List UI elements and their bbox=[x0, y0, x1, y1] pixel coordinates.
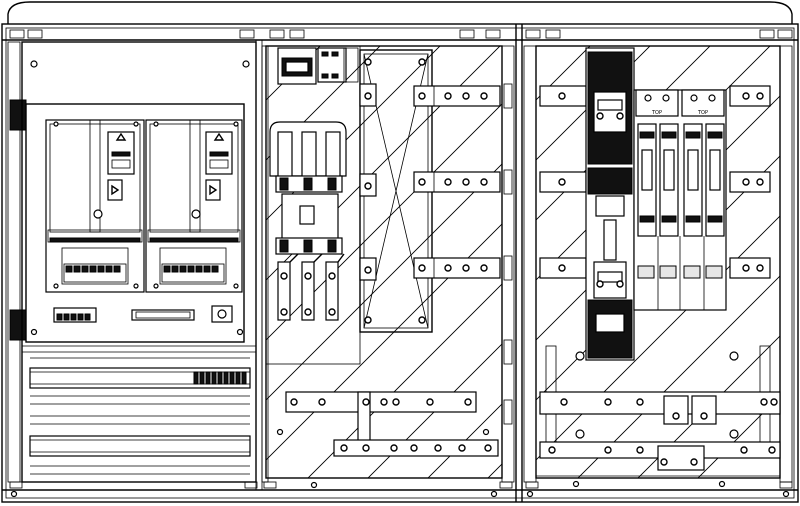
left-door-hinge bbox=[7, 41, 27, 483]
fuse-holders: TOP TOP bbox=[633, 89, 727, 311]
hatching-middle bbox=[266, 46, 502, 478]
fuse-4 bbox=[705, 123, 725, 279]
din-rail-short bbox=[131, 309, 195, 321]
fuse-label-1: TOP bbox=[651, 110, 662, 116]
left-mounting-plate bbox=[21, 41, 257, 483]
terminal-block-small bbox=[53, 307, 97, 323]
fuse-label-2: TOP bbox=[697, 110, 708, 116]
fuse-3 bbox=[683, 123, 703, 279]
meter-2 bbox=[145, 119, 243, 293]
control-relay bbox=[277, 47, 359, 85]
fuse-1 bbox=[637, 123, 657, 279]
small-switch bbox=[211, 305, 233, 323]
neutral-pe-bars-middle bbox=[276, 391, 499, 457]
right-mounting-plate bbox=[523, 45, 793, 483]
meter-1 bbox=[45, 119, 145, 293]
side-rails-middle bbox=[261, 45, 515, 483]
main-fuse-switch bbox=[585, 47, 635, 361]
din-rails-lower bbox=[22, 345, 256, 475]
neutral-pe-bars-right bbox=[536, 345, 781, 488]
fuse-2 bbox=[659, 123, 679, 279]
load-break-switch bbox=[269, 121, 347, 321]
busbar-supports-right bbox=[539, 85, 771, 279]
busbar-supports-middle bbox=[413, 85, 501, 279]
